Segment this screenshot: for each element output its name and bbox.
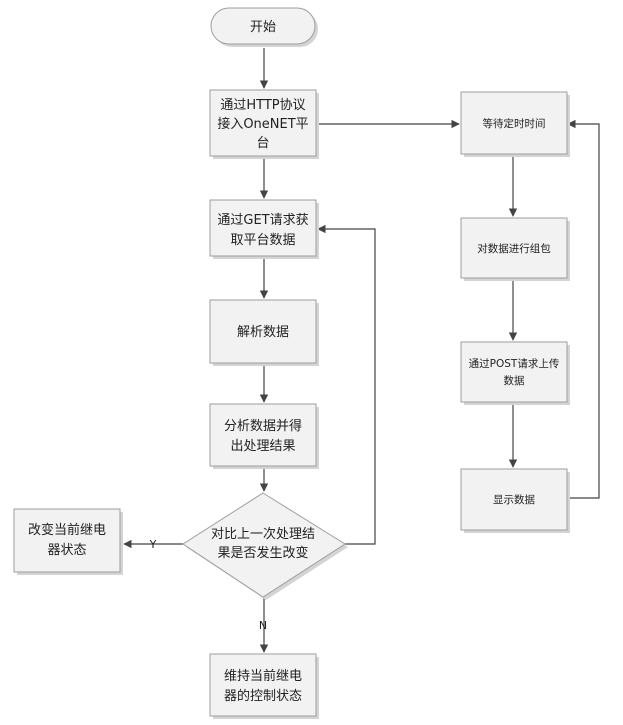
node-post-line-2: 数据 xyxy=(504,374,525,387)
node-compare-line-2: 果是否发生改变 xyxy=(217,545,308,561)
node-display-label: 显示数据 xyxy=(493,493,535,506)
edge-label-no: N xyxy=(259,619,267,632)
node-start-label: 开始 xyxy=(250,20,276,35)
node-get-line-2: 取平台数据 xyxy=(230,233,295,248)
node-change: 改变当前继电 器状态 xyxy=(13,508,123,575)
edges xyxy=(123,48,600,653)
edge-label-yes: Y xyxy=(149,538,157,551)
node-pack: 对数据进行组包 xyxy=(460,217,570,281)
node-analyze-line-2: 出处理结果 xyxy=(230,439,295,454)
node-display: 显示数据 xyxy=(460,468,570,533)
node-keep-line-1: 维持当前继电 xyxy=(224,668,302,684)
node-change-line-2: 器状态 xyxy=(47,543,86,558)
node-keep-line-2: 器的控制状态 xyxy=(224,688,302,704)
node-analyze-line-1: 分析数据并得 xyxy=(224,418,302,434)
node-post: 通过POST请求上传 数据 xyxy=(460,341,570,405)
node-get-line-1: 通过GET请求获 xyxy=(217,213,308,228)
node-keep: 维持当前继电 器的控制状态 xyxy=(209,653,319,719)
node-pack-label: 对数据进行组包 xyxy=(477,242,551,255)
node-start: 开始 xyxy=(210,7,318,47)
node-compare: 对比上一次处理结 果是否发生改变 xyxy=(182,492,348,600)
node-get: 通过GET请求获 取平台数据 xyxy=(209,199,319,259)
node-connect-line-2: 接入OneNET平 xyxy=(217,116,308,132)
node-wait: 等待定时时间 xyxy=(460,91,570,157)
node-wait-label: 等待定时时间 xyxy=(483,117,546,130)
node-parse: 解析数据 xyxy=(209,299,319,366)
node-change-line-1: 改变当前继电 xyxy=(28,522,106,538)
node-parse-label: 解析数据 xyxy=(237,325,289,340)
edge-compare-loop-to-get xyxy=(317,224,376,545)
edge-display-loop-to-wait xyxy=(567,119,600,499)
node-compare-line-1: 对比上一次处理结 xyxy=(211,526,315,542)
node-connect-line-3: 台 xyxy=(256,136,269,151)
node-connect-line-1: 通过HTTP协议 xyxy=(220,98,305,113)
node-post-line-1: 通过POST请求上传 xyxy=(469,357,560,370)
node-analyze: 分析数据并得 出处理结果 xyxy=(209,403,319,469)
node-connect: 通过HTTP协议 接入OneNET平 台 xyxy=(209,89,319,159)
